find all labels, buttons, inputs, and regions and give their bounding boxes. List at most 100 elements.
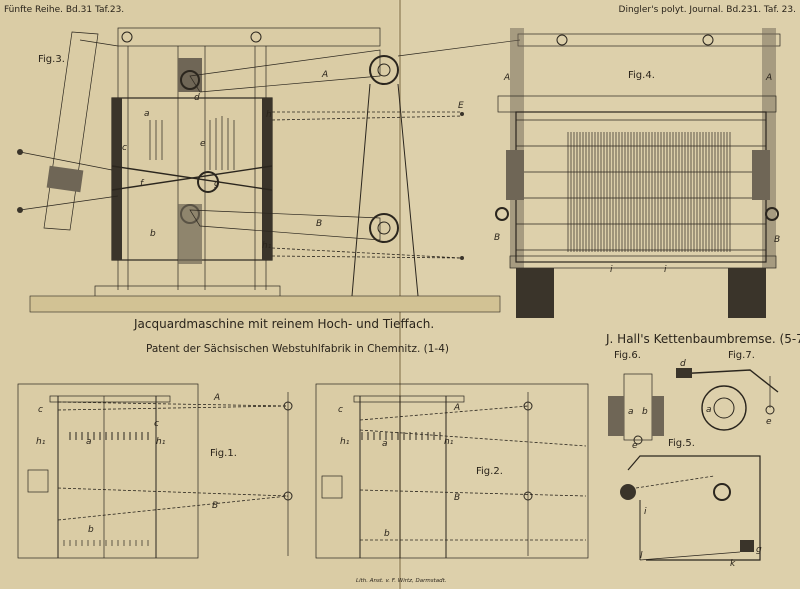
fig3-cross-b (111, 165, 273, 191)
fig4-gear-right (765, 207, 779, 221)
fig3-rope-top (397, 39, 521, 57)
fig3-frame-right-bar (262, 98, 272, 260)
fig3-top-bolt-right (250, 31, 262, 43)
fig7-label: Fig.7. (728, 350, 755, 361)
fig2-letter-h1a: h₁ (340, 437, 350, 447)
fig3-lever-A (189, 49, 381, 93)
fig2-weight (321, 475, 343, 499)
fig6-shoe-left (608, 396, 624, 436)
fig1-letter-h1a: h₁ (36, 437, 46, 447)
fig3-lever-B (189, 209, 381, 241)
fig7-weight-ring (765, 405, 775, 415)
fig4-gear-left (495, 207, 509, 221)
fig3-letter-E: E (458, 101, 464, 111)
fig5-drawing: Fig.5. i l k g (620, 438, 762, 569)
fig4-drawing: Fig.4. A A B B i i (494, 28, 781, 318)
fig3-pin-left-top (17, 149, 23, 155)
fig6-shoe-right (652, 396, 664, 436)
fig1-weight (27, 469, 49, 493)
fig2-letter-b: b (384, 529, 390, 539)
fig7-letter-a: a (706, 405, 712, 415)
fig3-link-mid (19, 151, 113, 171)
fig2-drawing: Fig.2. A B a b c h₁ h₁ (315, 383, 589, 559)
fig3-letter-f: f (140, 179, 145, 189)
fig3-letter-B: B (316, 219, 322, 229)
fig6-label: Fig.6. (614, 350, 641, 361)
fig3-point-low (460, 256, 464, 260)
fig3-letter-g: g (214, 179, 220, 189)
fig3-lever-bottom (178, 204, 202, 264)
fig5-warp-line (635, 475, 715, 489)
fig1-letter-a: a (86, 437, 92, 447)
fig1-line-B2 (57, 495, 289, 521)
fig3-letter-h1: h₁ (262, 241, 272, 251)
fig3-counterweight (46, 165, 84, 193)
fig7-beam-outer (701, 385, 747, 431)
fig3-cord-E-2 (271, 115, 463, 121)
fig2-letter-B: B (454, 493, 460, 503)
fig3-top-beam (117, 27, 381, 47)
fig3-letter-b: b (150, 229, 156, 239)
main-title: Jacquardmaschine mit reinem Hoch- und Ti… (133, 317, 434, 331)
fig3-link-top (79, 39, 119, 47)
fig7-letter-d: d (680, 359, 686, 369)
fig4-side-mech-left (506, 150, 524, 200)
fig6-drawing: Fig.6. a b e (608, 350, 664, 451)
header-left: Fünfte Reihe. Bd.31 Taf.23. (4, 5, 124, 15)
fig2-letter-a: a (382, 439, 388, 449)
fig1-hooks-lower (63, 540, 149, 546)
fig3-drawing: Fig.3. A B (17, 27, 521, 313)
fig1-letter-A: A (213, 393, 220, 403)
fig5-letter-k: k (730, 559, 736, 569)
fig4-letter-B-right: B (774, 235, 780, 245)
fig7-lever (675, 369, 779, 393)
fig5-label: Fig.5. (668, 438, 695, 449)
fig4-top-bolt-right (702, 34, 714, 46)
fig4-harness-lines (516, 119, 766, 252)
fig4-post-right (762, 28, 776, 268)
fig2-letter-h1b: h₁ (444, 437, 454, 447)
fig3-hub-top (180, 70, 200, 90)
fig5-letter-g: g (756, 545, 762, 555)
fig1-letter-b: b (88, 525, 94, 535)
fig4-label: Fig.4. (628, 70, 655, 81)
fig5-roller (713, 483, 731, 501)
fig1-line-B (57, 487, 289, 497)
fig4-letter-A-right: A (765, 73, 772, 83)
header-right: Dingler's polyt. Journal. Bd.231. Taf. 2… (619, 5, 796, 15)
fig3-hooks (149, 116, 235, 170)
fig7-letter-e: e (766, 417, 772, 427)
fig1-line-A2 (57, 405, 289, 411)
fig4-letter-A-left: A (503, 73, 510, 83)
fig3-letter-d: d (194, 93, 200, 103)
fig6-bolt (633, 435, 643, 445)
fig6-letter-e: e (632, 441, 638, 451)
fig1-hooks-upper (69, 432, 149, 440)
fig3-link-bottom (19, 195, 119, 211)
fig4-side-mech-right (752, 150, 770, 200)
fig7-drawing: Fig.7. d e a (675, 350, 779, 431)
hall-title: J. Hall's Kettenbaumbremse. (5-7) (605, 332, 800, 346)
fig3-point-E (460, 112, 464, 116)
fig1-letter-c2: c (154, 419, 159, 429)
fig5-brake-rod (639, 551, 741, 561)
fig3-letter-e: e (200, 139, 206, 149)
fig2-letter-A: A (453, 403, 460, 413)
fig3-pulley-top-inner (377, 63, 391, 77)
fig1-frame (17, 383, 199, 559)
fig3-cord-low-2 (271, 255, 463, 259)
fig2-line-A2 (359, 429, 587, 447)
fig2-frame (315, 383, 589, 559)
fig2-line-B (359, 489, 587, 497)
fig4-post-left (510, 28, 524, 268)
subtitle: Patent der Sächsischen Webstuhlfabrik in… (146, 343, 449, 355)
fig4-letter-i-right: i (664, 265, 667, 275)
fig1-line-A (57, 401, 289, 407)
fig2-letter-c: c (338, 405, 343, 415)
fig1-letter-h1b: h₁ (156, 437, 166, 447)
fig3-cord-low-1 (271, 247, 463, 259)
fig3-letter-a: a (144, 109, 150, 119)
fig2-label: Fig.2. (476, 466, 503, 477)
fig3-top-bolt-left (121, 31, 133, 43)
